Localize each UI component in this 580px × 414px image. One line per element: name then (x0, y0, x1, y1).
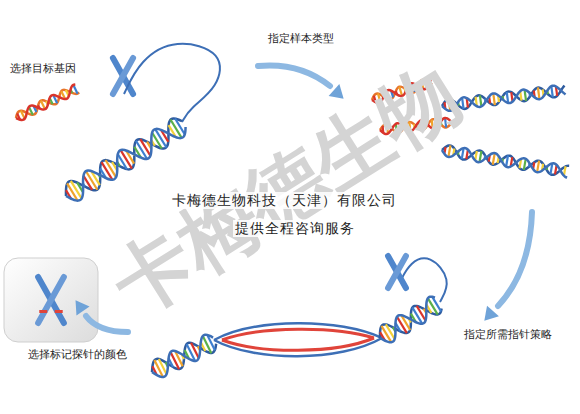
cell-box (4, 258, 98, 342)
chromosome (38, 277, 64, 323)
company-name: 卡梅德生物科技（天津）有限公司 (170, 192, 399, 209)
dna-helix (148, 332, 219, 381)
step-label: 指定所需指针策略 (464, 328, 552, 341)
flow-arrow (258, 65, 349, 104)
probe-bubble (214, 323, 382, 356)
chromosome (388, 256, 406, 288)
service-note: 提供全程咨询服务 (233, 220, 357, 237)
step-label: 指定样本类型 (268, 32, 334, 45)
dna-coil (400, 258, 447, 302)
chromosome (113, 58, 133, 94)
watermark: 卡梅德生物 (96, 47, 476, 333)
dna-coil (124, 44, 220, 122)
step-label: 选择目标基因 (10, 62, 76, 75)
dna-helix (375, 295, 443, 347)
step-label: 选择标记探针的颜色 (28, 348, 127, 361)
dna-helix (14, 84, 80, 123)
dna-helix (441, 144, 569, 178)
flow-arrow (69, 296, 128, 332)
flow-arrow (478, 212, 532, 326)
